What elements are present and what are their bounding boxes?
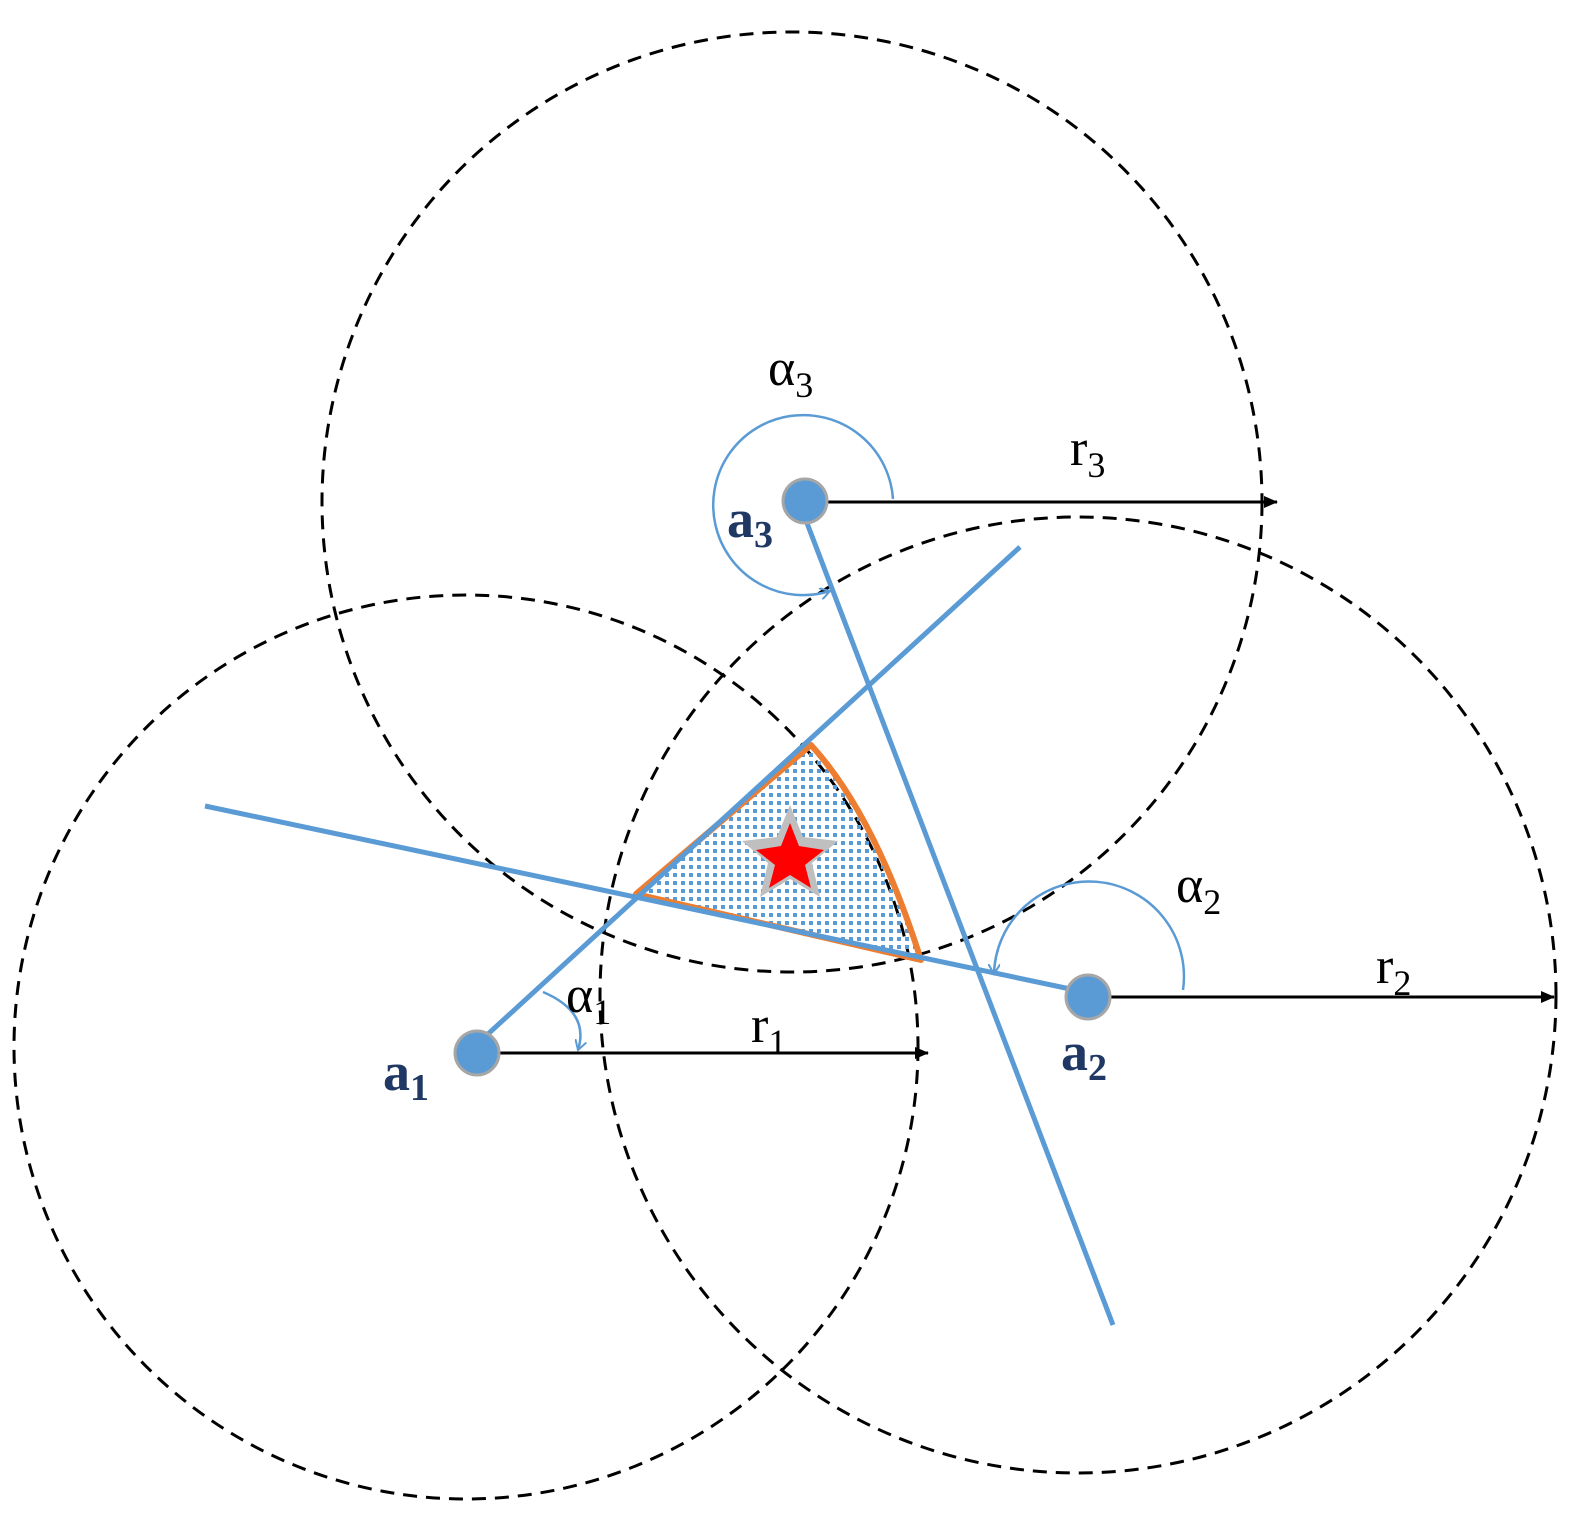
radius-label-r2: r2 [1376, 938, 1411, 1003]
node-a1-label: a1 [383, 1042, 429, 1109]
angle-arc-a3 [712, 413, 895, 595]
radius-label-r3: r3 [1070, 420, 1105, 485]
angle-label-alpha3: α3 [768, 340, 813, 405]
angle-label-alpha1: α1 [566, 967, 611, 1032]
node-a3-label: a3 [727, 489, 773, 556]
angle-label-alpha2: α2 [1176, 857, 1221, 922]
node-a1-marker [453, 1029, 501, 1077]
node-a2-marker [1064, 973, 1112, 1021]
node-a3-marker [781, 477, 829, 525]
bearing-line-a1 [474, 545, 1022, 1047]
node-a2-label: a2 [1061, 1022, 1107, 1089]
bearing-line-a3 [799, 509, 1116, 1326]
angle-arc-a1 [542, 990, 580, 1050]
red-star-icon [742, 805, 838, 897]
coverage-circle-a2 [598, 515, 1558, 1475]
bearing-line-a2 [204, 803, 1076, 993]
radius-label-r1: r1 [751, 997, 786, 1062]
angle-arc-a2 [994, 880, 1186, 991]
